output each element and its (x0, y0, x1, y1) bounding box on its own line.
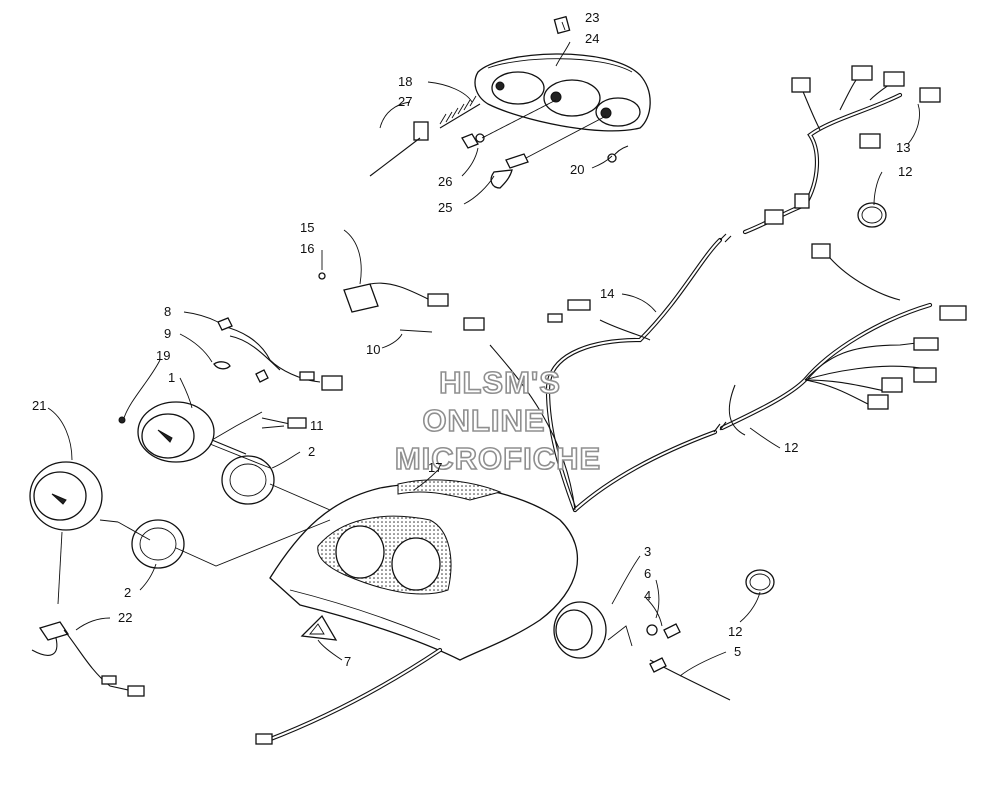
gauge-bezels (131, 455, 275, 569)
callout-4: 4 (644, 588, 651, 603)
warning-decal (300, 614, 338, 641)
callout-12-upper: 12 (898, 164, 912, 179)
callout-16: 16 (300, 241, 314, 256)
callout-22: 22 (118, 610, 132, 625)
watermark-line-3: MICROFICHE (395, 441, 601, 476)
callout-15: 15 (300, 220, 314, 235)
speedometer-gauge (29, 461, 119, 531)
callout-13: 13 (896, 140, 910, 155)
callout-3: 3 (644, 544, 651, 559)
watermark-line-1: HLSM'S (439, 365, 561, 400)
callout-12-middle: 12 (784, 440, 798, 455)
adjuster-spring (369, 95, 481, 177)
callout-12-lower: 12 (728, 624, 742, 639)
bulbs-sockets (461, 99, 629, 189)
callout-14: 14 (600, 286, 614, 301)
callout-10: 10 (366, 342, 380, 357)
light-socket-lead (261, 417, 307, 429)
auxiliary-gauge (553, 601, 731, 701)
callout-7: 7 (344, 654, 351, 669)
callout-25: 25 (438, 200, 452, 215)
callout-23: 23 (585, 10, 599, 25)
callout-27: 27 (398, 94, 412, 109)
callout-6: 6 (644, 566, 651, 581)
callout-24: 24 (585, 31, 599, 46)
indicator-lamp-harness (31, 621, 145, 697)
callout-5: 5 (734, 644, 741, 659)
tachometer-gauge (118, 401, 247, 463)
dash-harness-lead (255, 647, 443, 745)
mount-clip (413, 121, 429, 141)
watermark: HLSM'S ONLINE MICROFICHE (394, 364, 601, 477)
callout-19: 19 (156, 348, 170, 363)
callout-9: 9 (164, 326, 171, 341)
callout-labels: 23 24 18 27 26 25 20 13 12 15 16 10 14 8… (32, 10, 912, 669)
strap-clamp-lower (745, 569, 775, 595)
wiring-harness (489, 65, 967, 513)
callout-1: 1 (168, 370, 175, 385)
headlight-assembly (474, 15, 651, 132)
callout-26: 26 (438, 174, 452, 189)
callout-8: 8 (164, 304, 171, 319)
voltage-regulator (318, 272, 485, 333)
strap-clamp-upper (857, 202, 887, 228)
callout-2-lower: 2 (124, 585, 131, 600)
callout-2-upper: 2 (308, 444, 315, 459)
gauge-socket-harness (213, 317, 343, 391)
callout-17: 17 (428, 460, 442, 475)
callout-21: 21 (32, 398, 46, 413)
callout-20: 20 (570, 162, 584, 177)
leader-lines (47, 21, 920, 677)
dash-panel (269, 479, 579, 661)
watermark-line-2: ONLINE (422, 403, 545, 438)
callout-18: 18 (398, 74, 412, 89)
callout-11: 11 (310, 418, 324, 433)
